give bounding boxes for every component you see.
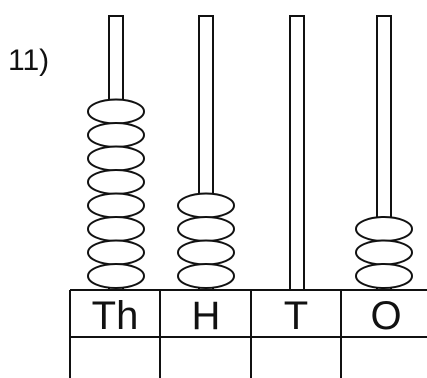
abacus-rods: [108, 15, 392, 291]
place-label-tens: T: [284, 294, 308, 338]
bead-thousands: [87, 169, 145, 195]
bead-thousands: [87, 239, 145, 266]
bead-hundreds: [177, 216, 235, 242]
bead-thousands: [87, 216, 145, 242]
bead-thousands: [87, 192, 145, 219]
bead-ones: [355, 263, 413, 289]
place-label-hundreds: H: [192, 294, 221, 338]
bead-thousands: [87, 145, 145, 172]
rod-tens: [289, 15, 305, 291]
abacus-beads: [87, 98, 413, 289]
bead-ones: [355, 216, 413, 242]
place-value-table: [69, 289, 427, 378]
bead-thousands: [87, 263, 145, 289]
bead-hundreds: [177, 192, 235, 219]
bead-hundreds: [177, 263, 235, 289]
bead-hundreds: [177, 239, 235, 266]
question-number: 11): [8, 44, 49, 77]
bead-thousands: [87, 98, 145, 125]
bead-thousands: [87, 122, 145, 148]
bead-ones: [355, 239, 413, 266]
place-label-ones: O: [370, 294, 401, 338]
place-label-thousands: Th: [92, 294, 139, 338]
